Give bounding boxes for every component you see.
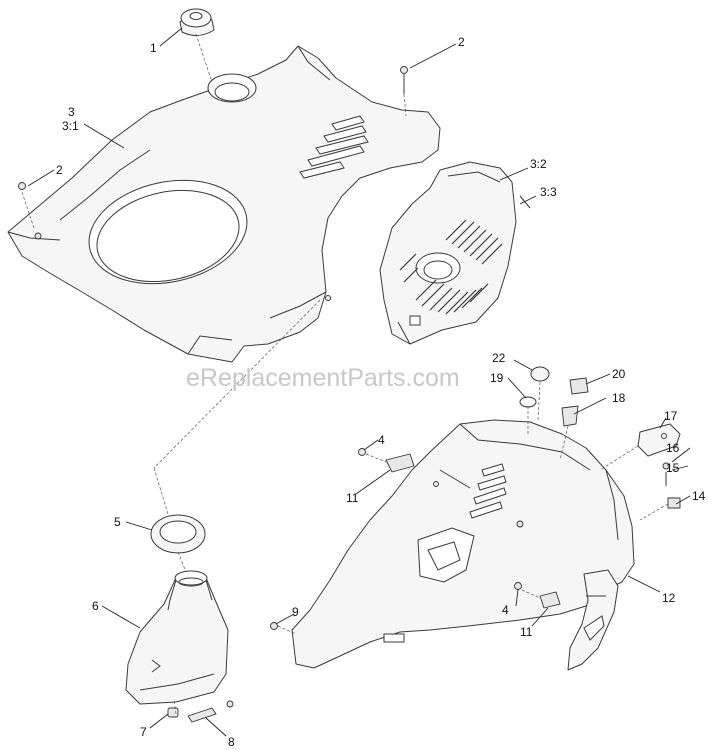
callout-5: 5 (114, 515, 121, 529)
callout-1: 1 (150, 41, 157, 55)
callout-20: 20 (612, 367, 626, 381)
callout-4-bottom: 4 (502, 603, 509, 617)
callout-3-3: 3:3 (540, 185, 557, 199)
callout-3-1: 3:1 (62, 119, 79, 133)
callout-18: 18 (612, 391, 626, 405)
callout-19: 19 (490, 371, 504, 385)
callout-11-bottom: 11 (520, 625, 533, 639)
dash-clips (270, 448, 681, 630)
side-panel (379, 161, 517, 345)
callout-17: 17 (664, 409, 678, 423)
callout-22: 22 (492, 351, 506, 365)
callout-8: 8 (228, 735, 235, 749)
callout-9: 9 (292, 605, 299, 619)
fuel-tank (125, 570, 229, 705)
callout-7: 7 (140, 725, 147, 739)
dash-knobs (519, 366, 589, 427)
side-panel-grille (399, 219, 503, 315)
dash-panel-vents (469, 463, 507, 519)
callout-3: 3 (68, 105, 75, 119)
callout-2-top: 2 (458, 35, 465, 49)
assembly-lines (21, 33, 669, 715)
callout-6: 6 (92, 599, 99, 613)
callout-4-top: 4 (378, 433, 385, 447)
callout-3-2: 3:2 (530, 157, 547, 171)
callout-labels: 1 2 3 3:1 2 3:2 3:3 22 20 19 18 17 4 16 … (56, 35, 706, 749)
watermark-text: eReplacementParts.com (186, 364, 460, 392)
upper-shroud-vents (299, 115, 369, 179)
callout-14: 14 (692, 489, 706, 503)
callout-2-left: 2 (56, 163, 63, 177)
leader-lines (27, 27, 691, 737)
tank-fittings (167, 700, 234, 723)
callout-15: 15 (666, 461, 680, 475)
fuel-cap (179, 8, 215, 36)
upper-shroud (7, 45, 441, 363)
callout-16: 16 (666, 441, 680, 455)
dash-guard (567, 569, 619, 671)
callout-12: 12 (662, 591, 676, 605)
tank-gasket (150, 514, 206, 554)
callout-11-top: 11 (346, 491, 359, 505)
